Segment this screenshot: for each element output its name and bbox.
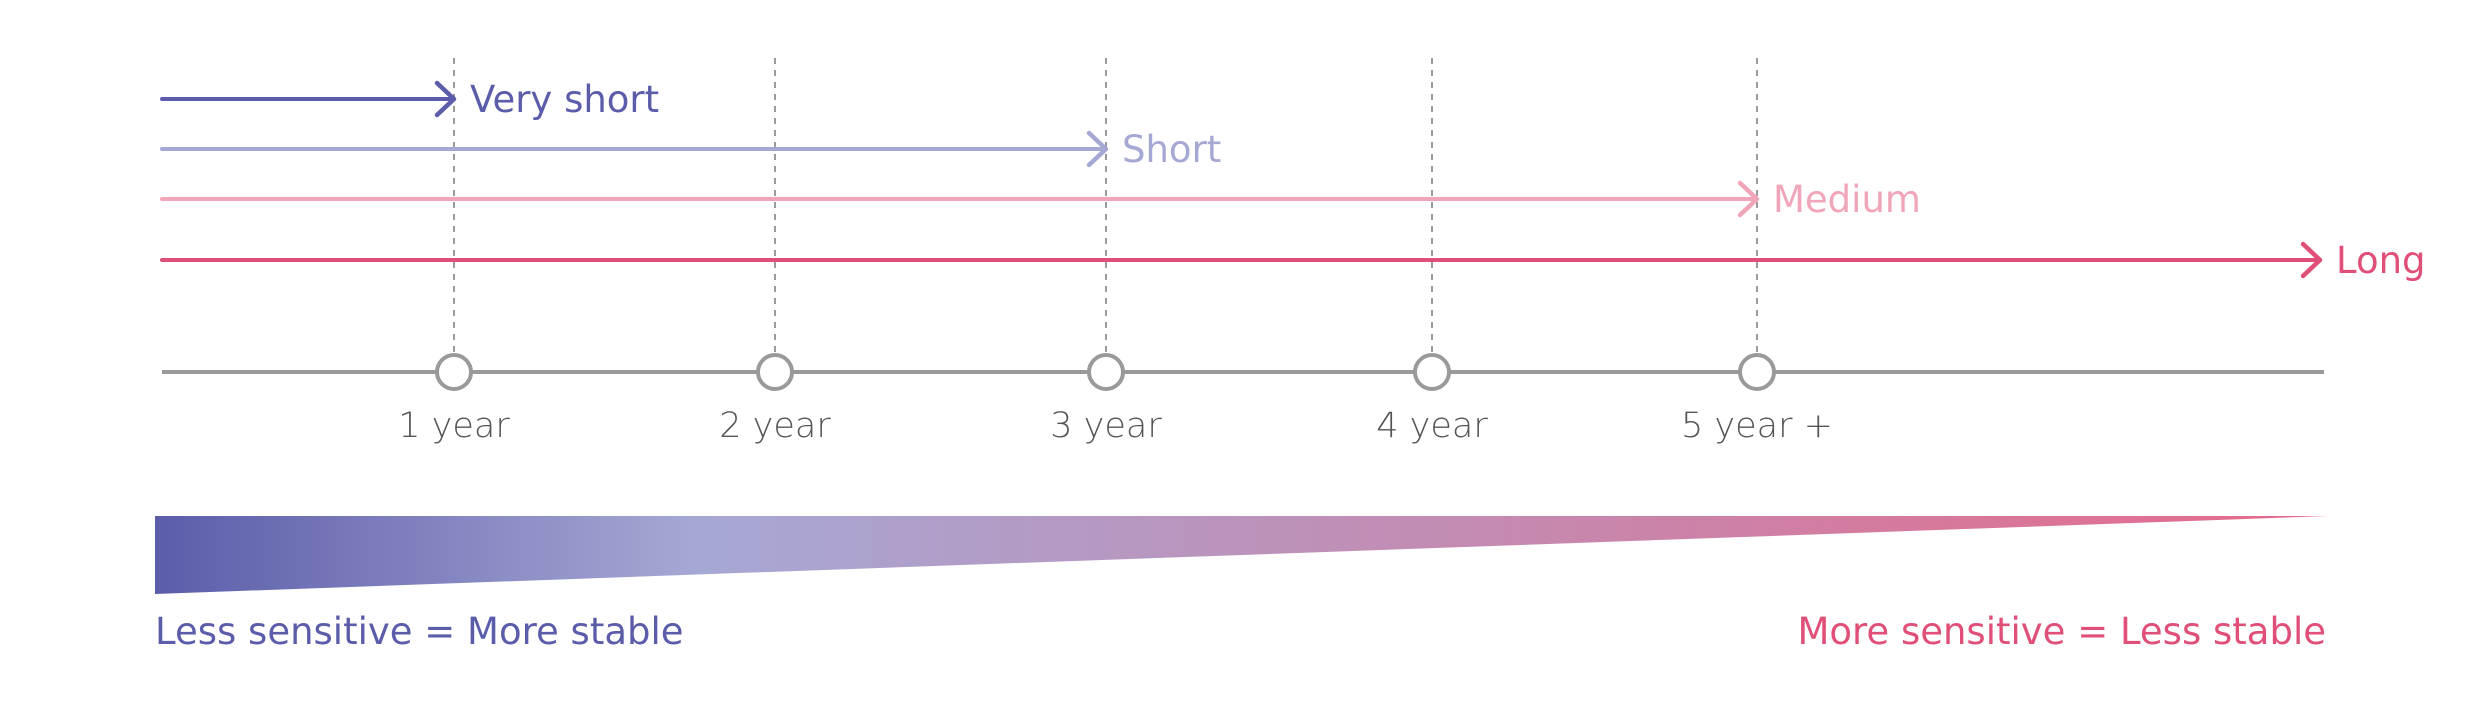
- sensitivity-gradient-bar: [155, 516, 2328, 594]
- more-sensitive-caption: More sensitive = Less stable: [1797, 610, 2326, 653]
- horizon-label-long: Long: [2336, 239, 2426, 282]
- horizon-label-very-short: Very short: [470, 78, 659, 121]
- arrow-head-medium: [1737, 180, 1760, 218]
- arrow-head-very-short: [434, 80, 457, 118]
- arrow-head-long: [2300, 241, 2323, 279]
- timeline-ticks: 1 year 2 year 3 year 4 year 5 year +: [398, 353, 1833, 446]
- tick-label-year-3: 3 year: [1050, 406, 1162, 446]
- tick-marker-year-5: [1738, 353, 1776, 391]
- less-sensitive-caption: Less sensitive = More stable: [155, 610, 684, 653]
- tick-label-year-2: 2 year: [719, 406, 831, 446]
- horizon-label-short: Short: [1122, 128, 1221, 171]
- tick-label-year-1: 1 year: [398, 406, 510, 446]
- horizon-label-medium: Medium: [1773, 178, 1921, 221]
- tick-marker-year-4: [1413, 353, 1451, 391]
- tick-label-year-4: 4 year: [1376, 406, 1488, 446]
- gridlines: [453, 58, 1758, 354]
- tick-label-year-5: 5 year +: [1681, 406, 1833, 446]
- tick-marker-year-1: [435, 353, 473, 391]
- arrow-head-short: [1086, 130, 1109, 168]
- tick-marker-year-3: [1087, 353, 1125, 391]
- tick-marker-year-2: [756, 353, 794, 391]
